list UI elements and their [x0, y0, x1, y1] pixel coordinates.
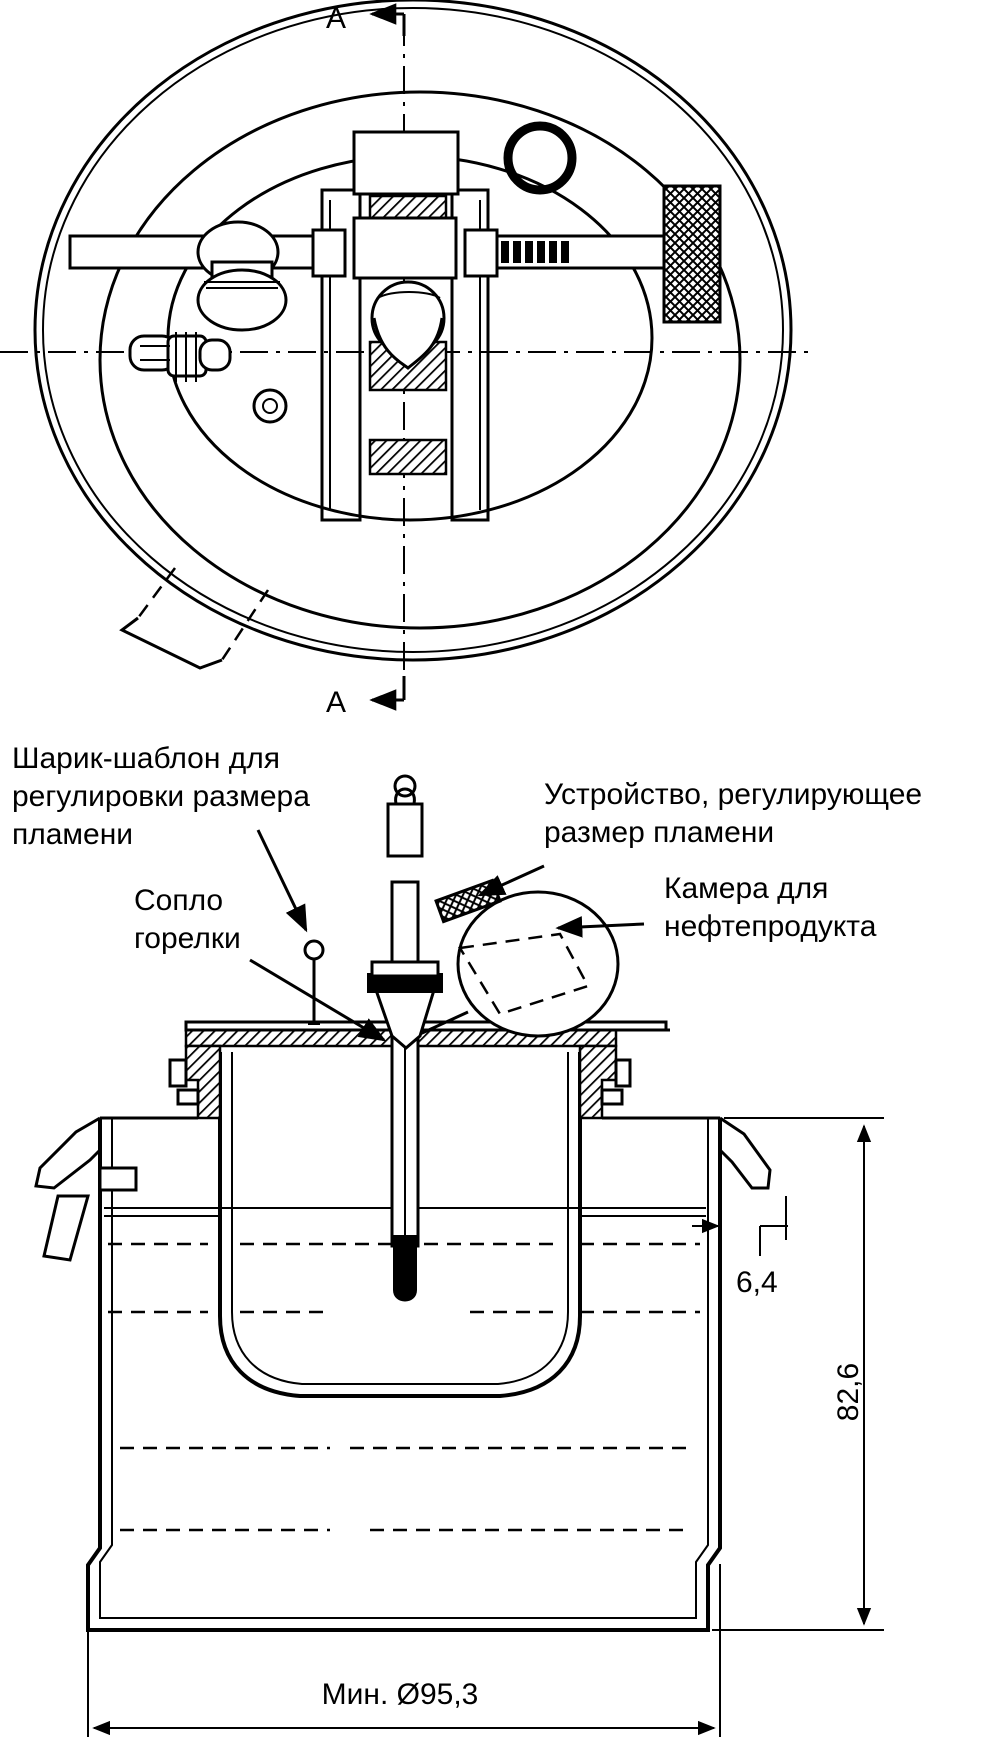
plan-view: А А: [0, 0, 812, 719]
oil-chamber: [419, 878, 620, 1038]
leader-lines: [249, 829, 645, 1042]
burner-tube: [367, 774, 443, 1302]
washer-icon: [252, 388, 288, 424]
ball-template-label-2: регулировки размера: [12, 780, 310, 813]
callout-oil-chamber: Камера для нефтепродукта: [664, 872, 877, 943]
flame-device-label-1: Устройство, регулирующее: [544, 778, 922, 811]
callout-flame-device: Устройство, регулирующее размер пламени: [544, 778, 922, 849]
inner-cup: [218, 1052, 582, 1398]
callout-ball-template: Шарик-шаблон для регулировки размера пла…: [12, 742, 310, 851]
dimension-height-value: 82,6: [832, 1363, 865, 1421]
section-label-top: А: [326, 2, 346, 35]
ball-template-label-1: Шарик-шаблон для: [12, 742, 280, 775]
dimension-height: 82,6: [712, 1117, 884, 1631]
knurled-knob-icon: [662, 184, 722, 324]
ball-template-label-3: пламени: [12, 818, 133, 851]
oil-chamber-label-2: нефтепродукта: [664, 910, 877, 943]
dimension-diameter-value: Мин. Ø95,3: [322, 1678, 479, 1711]
nozzle-label-2: горелки: [134, 922, 241, 955]
oil-chamber-label-1: Камера для: [664, 872, 828, 905]
dimension-diameter: Мин. Ø95,3: [87, 1564, 721, 1737]
section-marker-top: А: [326, 2, 406, 36]
flame-frame: [320, 130, 490, 522]
ball-template-icon: [303, 939, 325, 1025]
outer-flange-inner-edge: [42, 7, 784, 653]
section-marker-bottom: А: [326, 676, 406, 719]
callout-nozzle: Сопло горелки: [134, 884, 241, 955]
outer-flange: [33, 0, 793, 662]
nozzle-label-1: Сопло: [134, 884, 223, 917]
section-label-bottom: А: [326, 686, 346, 719]
nozzle-head-icon: [370, 280, 446, 370]
outer-bath: [34, 1116, 772, 1632]
adjust-rod: [68, 216, 684, 280]
fill-ring: [503, 121, 577, 195]
handle-tab: [119, 567, 270, 670]
left-knob-icon: [196, 220, 288, 332]
section-view: Шарик-шаблон для регулировки размера пла…: [12, 742, 922, 1737]
dimension-wall-value: 6,4: [736, 1266, 778, 1299]
valve-icon: [128, 332, 232, 382]
flame-device-label-2: размер пламени: [544, 816, 774, 849]
middle-ring: [98, 90, 742, 630]
dimension-wall: 6,4: [692, 1196, 788, 1299]
